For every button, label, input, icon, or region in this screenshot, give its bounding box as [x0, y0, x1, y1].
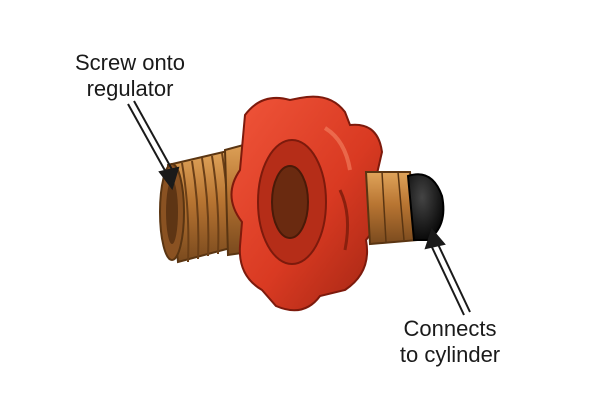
regulator-label-line1: Screw onto: [74, 50, 186, 75]
threaded-brass-fitting: [159, 148, 240, 264]
cylinder-label-line2: to cylinder: [399, 342, 501, 367]
regulator-label-line2: regulator: [86, 76, 174, 101]
arrow-to-cylinder-end: [424, 228, 471, 316]
brass-stem: [364, 171, 420, 246]
regulator-label: Screw onto regulator: [40, 50, 220, 102]
cylinder-label: Connects to cylinder: [360, 316, 540, 368]
black-end-cap: [406, 173, 445, 241]
arrow-to-regulator-end: [127, 100, 180, 191]
red-handwheel: [230, 95, 388, 312]
cylinder-label-line1: Connects: [403, 316, 497, 341]
